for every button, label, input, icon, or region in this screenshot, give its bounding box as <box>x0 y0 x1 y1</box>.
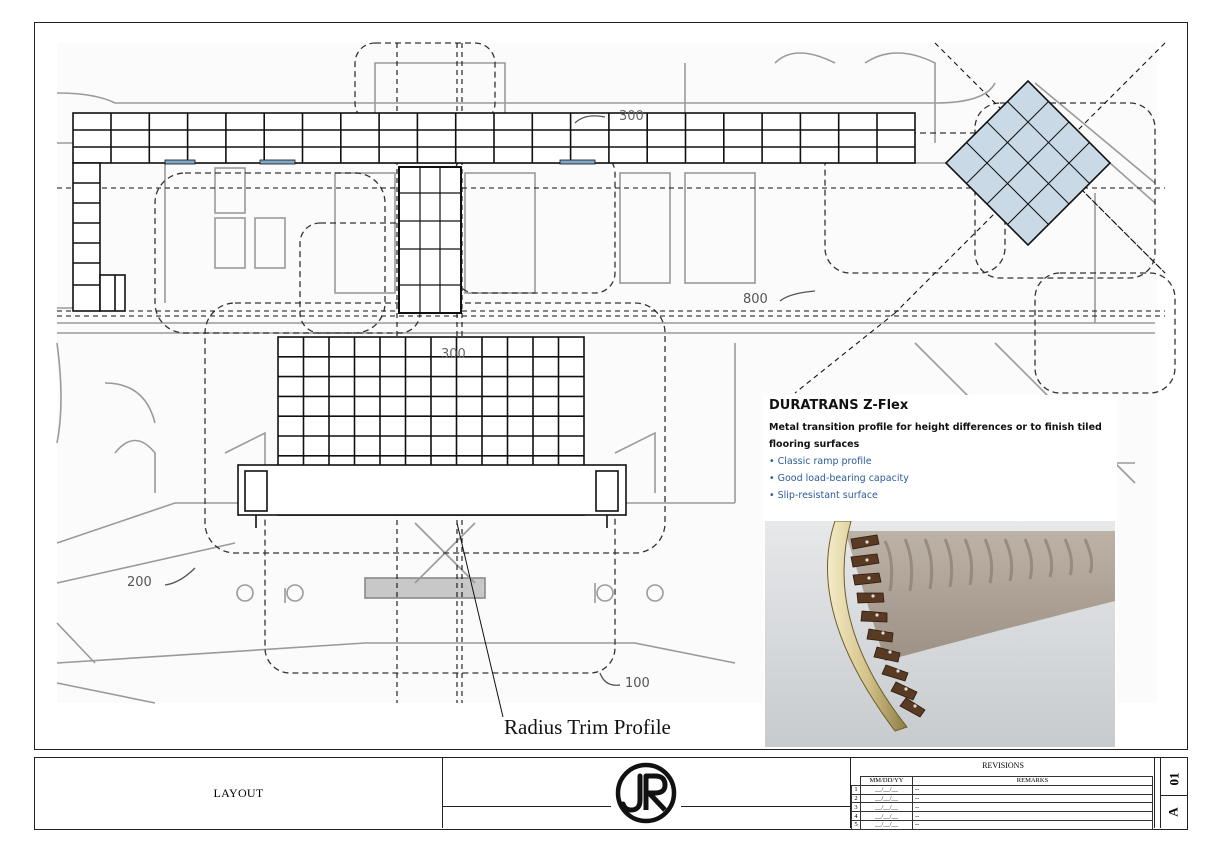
logo-divider-right <box>681 806 851 807</box>
sheet-title: LAYOUT <box>213 785 264 800</box>
sheet-number: 01 <box>1166 772 1181 785</box>
zone-label-right: 800 <box>743 292 768 307</box>
sheet-number-cell: 01 <box>1161 762 1187 796</box>
logo-cell <box>443 758 851 828</box>
product-photo <box>765 521 1115 747</box>
revision-row: 5 __/__/__ -- <box>851 819 1153 830</box>
product-info-panel: DURATRANS Z-Flex Metal transition profil… <box>763 395 1117 749</box>
tile-strip-center <box>398 166 462 314</box>
sheet-divider <box>1155 758 1161 828</box>
tile-square-rotated <box>944 79 1112 247</box>
title-cell: LAYOUT <box>35 758 443 828</box>
product-description: Metal transition profile for height diff… <box>769 422 1102 450</box>
product-feature-item: • Slip-resistant surface <box>769 490 878 501</box>
zone-label-top: 300 <box>619 109 644 124</box>
callout-label: Radius Trim Profile <box>504 715 671 739</box>
product-feature-item: • Good load-bearing capacity <box>769 473 909 484</box>
company-logo <box>615 762 677 824</box>
drawing-sheet: 300 300 800 200 100 DURATRANS Z-Flex Met… <box>34 22 1188 750</box>
zone-label-left: 200 <box>127 575 152 590</box>
revisions-date-header: MM/DD/YY <box>860 776 913 786</box>
zone-label-center: 300 <box>441 347 466 362</box>
sheet-letter: A <box>1165 807 1181 817</box>
revisions-header-row: MM/DD/YY REMARKS <box>851 776 1153 786</box>
revision-row: 3 __/__/__ -- <box>851 802 1153 813</box>
revisions-block: REVISIONS MM/DD/YY REMARKS 1 __/__/__ --… <box>851 758 1155 830</box>
revisions-remarks-header: REMARKS <box>912 776 1153 786</box>
revision-row: 2 __/__/__ -- <box>851 793 1153 804</box>
zone-label-bottom: 100 <box>625 676 650 691</box>
tile-grid-center <box>237 336 627 528</box>
floor-plan-drawing <box>56 42 1176 718</box>
revision-row: 1 __/__/__ -- <box>851 784 1153 795</box>
title-block: LAYOUT REVISIONS MM/DD/YY REMARKS 1 __/_… <box>34 757 1188 830</box>
callout-leader-line <box>456 522 504 718</box>
revisions-title: REVISIONS <box>982 761 1024 770</box>
product-feature-list: • Classic ramp profile • Good load-beari… <box>769 453 909 504</box>
product-title: DURATRANS Z-Flex <box>769 398 909 413</box>
zone-leader-lines <box>164 115 816 686</box>
revision-row: 4 __/__/__ -- <box>851 811 1153 821</box>
sheet-letter-cell: A <box>1161 796 1187 828</box>
sheet-id-block: 01 A <box>1161 758 1187 828</box>
tile-band-top <box>72 112 916 312</box>
product-feature-item: • Classic ramp profile <box>769 456 872 467</box>
logo-divider-left <box>443 806 611 807</box>
revisions-table: MM/DD/YY REMARKS 1 __/__/__ -- 2 __/__/_… <box>851 776 1153 830</box>
